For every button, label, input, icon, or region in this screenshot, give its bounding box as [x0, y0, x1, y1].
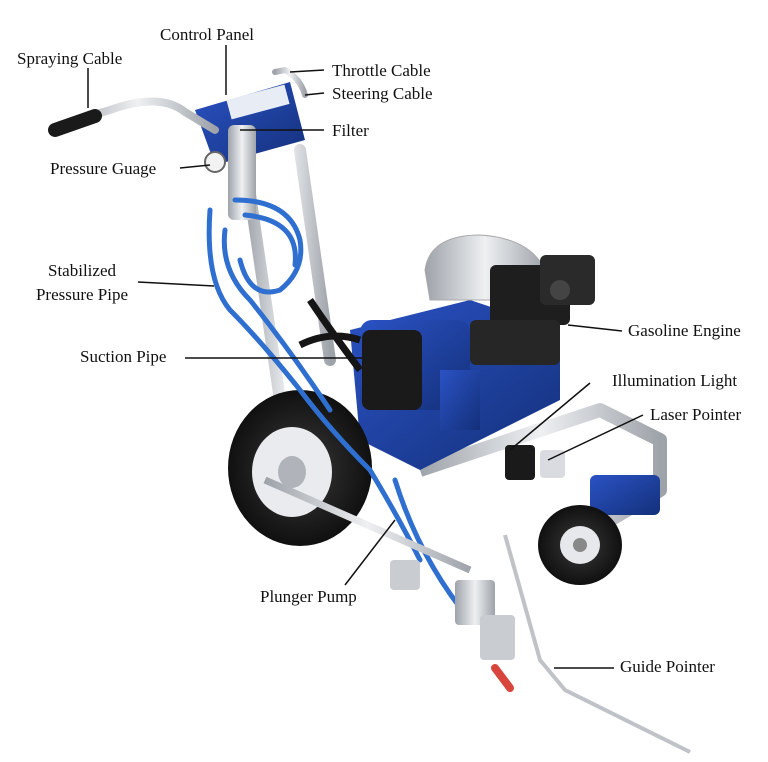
label-illumination-light: Illumination Light: [612, 371, 738, 390]
filter-column: [228, 125, 256, 220]
suction-pipe: [298, 298, 363, 373]
handlebar-grip: [48, 109, 102, 137]
label-filter: Filter: [332, 121, 369, 140]
laser-pointer-unit: [540, 450, 565, 478]
rear-bracket: [590, 475, 660, 515]
illumination-light-unit: [505, 445, 535, 480]
spray-gun-assembly: [263, 476, 515, 692]
label-steering-cable: Steering Cable: [332, 84, 433, 103]
handle-frame: [239, 144, 336, 406]
label-throttle-cable: Throttle Cable: [332, 61, 431, 80]
label-laser-pointer: Laser Pointer: [650, 405, 742, 424]
label-plunger-pump: Plunger Pump: [260, 587, 357, 606]
label-stabilized-line2: Pressure Pipe: [35, 285, 129, 304]
label-gasoline-engine: Gasoline Engine: [628, 321, 741, 340]
throttle-handle: [272, 66, 308, 98]
hoses: [206, 197, 473, 623]
label-spraying-cable: Spraying Cable: [17, 49, 123, 68]
label-suction-pipe: Suction Pipe: [80, 347, 167, 366]
front-wheel: [228, 390, 372, 546]
rear-wheel: [538, 505, 622, 585]
pump-motor: [360, 320, 480, 430]
label-guide-pointer: Guide Pointer: [620, 657, 715, 676]
label-stabilized-line1: Stabilized: [48, 261, 116, 280]
control-panel-box: [195, 82, 305, 165]
guide-pointer-rod: [503, 534, 691, 754]
leader-lines: [87, 45, 644, 669]
pressure-gauge: [204, 151, 226, 173]
label-control-panel: Control Panel: [160, 25, 254, 44]
gasoline-engine: [424, 234, 595, 365]
label-pressure-guage: Pressure Guage: [50, 159, 157, 178]
handlebar: [56, 97, 219, 134]
